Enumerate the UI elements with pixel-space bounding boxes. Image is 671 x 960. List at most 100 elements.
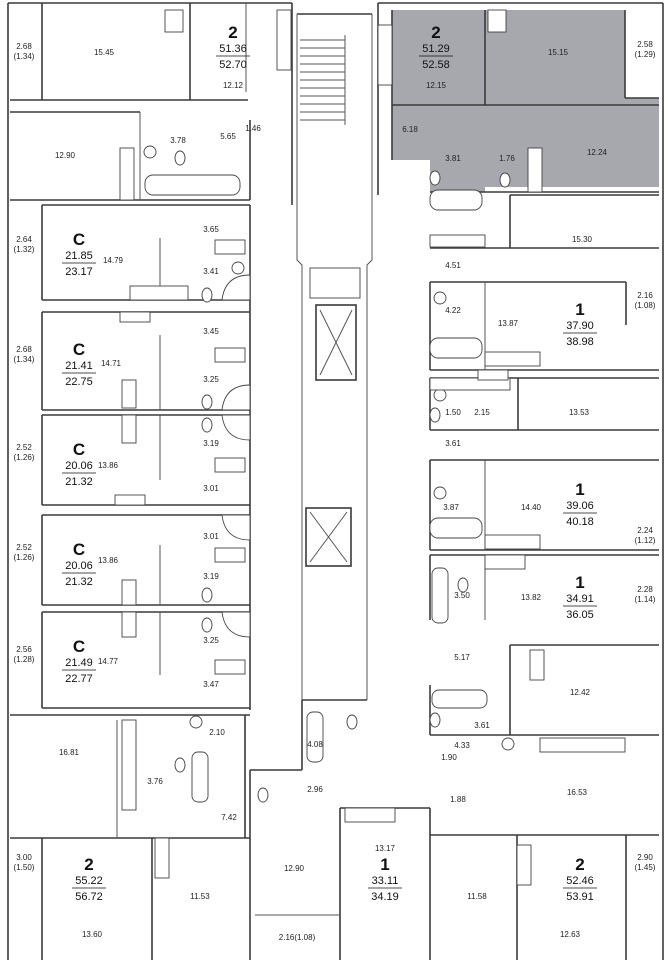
balcony-area: 2.16(1.08) bbox=[635, 291, 656, 310]
balcony-area: 3.00(1.50) bbox=[14, 853, 35, 872]
balcony-area: 2.24(1.12) bbox=[635, 526, 656, 545]
room-area: 13.17 bbox=[375, 844, 396, 853]
total-area: 52.70 bbox=[219, 59, 247, 71]
room-area: 13.87 bbox=[498, 319, 519, 328]
room-area: 1.46 bbox=[245, 124, 261, 133]
room-area: 3.41 bbox=[203, 267, 219, 276]
balcony-area: 2.68(1.34) bbox=[14, 42, 35, 61]
apartment-type: 2 bbox=[575, 855, 584, 874]
room-area: 3.25 bbox=[203, 636, 219, 645]
fixtures bbox=[114, 9, 626, 886]
outer-walls bbox=[7, 2, 664, 960]
room-area: 12.90 bbox=[55, 151, 76, 160]
apartment-type: С bbox=[73, 340, 85, 359]
room-area: 7.42 bbox=[221, 813, 237, 822]
room-area: 3.45 bbox=[203, 327, 219, 336]
total-area: 21.32 bbox=[65, 476, 93, 488]
room-area: 5.17 bbox=[454, 653, 470, 662]
apartment-label-apt-studio-4[interactable]: С20.06 21.32 bbox=[62, 540, 96, 588]
stair-treads bbox=[300, 35, 346, 125]
apartment-type: 2 bbox=[431, 23, 440, 42]
living-area: 21.41 bbox=[65, 360, 93, 372]
room-area: 4.51 bbox=[445, 261, 461, 270]
apartment-type: 2 bbox=[84, 855, 93, 874]
apartment-label-apt-top-right-2[interactable]: 251.29 52.58 bbox=[419, 23, 453, 71]
room-area: 12.90 bbox=[284, 864, 305, 873]
room-area: 12.12 bbox=[223, 81, 244, 90]
living-area: 55.22 bbox=[75, 875, 103, 887]
corridor-walls bbox=[249, 35, 431, 960]
room-area: 6.18 bbox=[402, 125, 418, 134]
total-area: 53.91 bbox=[566, 891, 594, 903]
apartment-type: С bbox=[73, 540, 85, 559]
room-area: 14.71 bbox=[101, 359, 122, 368]
apartment-type: С bbox=[73, 230, 85, 249]
room-area: 1.76 bbox=[499, 154, 515, 163]
room-area: 15.30 bbox=[572, 235, 593, 244]
room-area: 12.42 bbox=[570, 688, 591, 697]
total-area: 36.05 bbox=[566, 609, 594, 621]
apartment-label-apt-studio-2[interactable]: С21.41 22.75 bbox=[62, 340, 96, 388]
room-area: 16.81 bbox=[59, 748, 80, 757]
room-area: 13.86 bbox=[98, 556, 119, 565]
balcony-area: 2.52(1.26) bbox=[14, 543, 35, 562]
total-area: 22.75 bbox=[65, 376, 93, 388]
room-area: 3.76 bbox=[147, 777, 163, 786]
apartment-label-apt-bottom-left-2[interactable]: 255.22 56.72 bbox=[72, 855, 106, 903]
room-area: 16.53 bbox=[567, 788, 588, 797]
total-area: 40.18 bbox=[566, 516, 594, 528]
room-area: 3.25 bbox=[203, 375, 219, 384]
balcony-area: 2.16(1.08) bbox=[279, 933, 316, 942]
total-area: 21.32 bbox=[65, 576, 93, 588]
room-area: 1.50 bbox=[445, 408, 461, 417]
living-area: 21.85 bbox=[65, 250, 93, 262]
balcony-area: 2.64(1.32) bbox=[14, 235, 35, 254]
room-area: 4.33 bbox=[454, 741, 470, 750]
room-area: 14.79 bbox=[103, 256, 124, 265]
room-area: 14.77 bbox=[98, 657, 119, 666]
room-area: 13.82 bbox=[521, 593, 542, 602]
balcony-area-labels: 2.68(1.34)2.58(1.29)2.64(1.32)2.68(1.34)… bbox=[14, 40, 656, 942]
room-area: 3.01 bbox=[203, 484, 219, 493]
balcony-area: 2.52(1.26) bbox=[14, 443, 35, 462]
room-area: 4.08 bbox=[307, 740, 323, 749]
balcony-area: 2.56(1.28) bbox=[14, 645, 35, 664]
total-area: 52.58 bbox=[422, 59, 450, 71]
apartment-type: 1 bbox=[575, 480, 584, 499]
room-area: 3.61 bbox=[474, 721, 490, 730]
room-area: 3.61 bbox=[445, 439, 461, 448]
selected-apartment-fill bbox=[392, 10, 659, 192]
room-area: 2.15 bbox=[474, 408, 490, 417]
room-area: 13.86 bbox=[98, 461, 119, 470]
room-area: 12.15 bbox=[426, 81, 447, 90]
room-area: 3.65 bbox=[203, 225, 219, 234]
room-area: 5.65 bbox=[220, 132, 236, 141]
balcony-area: 2.58(1.29) bbox=[635, 40, 656, 59]
living-area: 51.36 bbox=[219, 43, 247, 55]
apartment-type: 1 bbox=[575, 300, 584, 319]
living-area: 20.06 bbox=[65, 560, 93, 572]
room-area: 3.47 bbox=[203, 680, 219, 689]
room-area: 3.81 bbox=[445, 154, 461, 163]
room-area: 15.45 bbox=[94, 48, 115, 57]
total-area: 34.19 bbox=[371, 891, 399, 903]
room-area: 12.24 bbox=[587, 148, 608, 157]
room-area: 3.19 bbox=[203, 439, 219, 448]
room-area: 2.96 bbox=[307, 785, 323, 794]
room-area: 1.88 bbox=[450, 795, 466, 804]
total-area: 56.72 bbox=[75, 891, 103, 903]
living-area: 51.29 bbox=[422, 43, 450, 55]
room-area: 14.40 bbox=[521, 503, 542, 512]
living-area: 21.49 bbox=[65, 657, 93, 669]
